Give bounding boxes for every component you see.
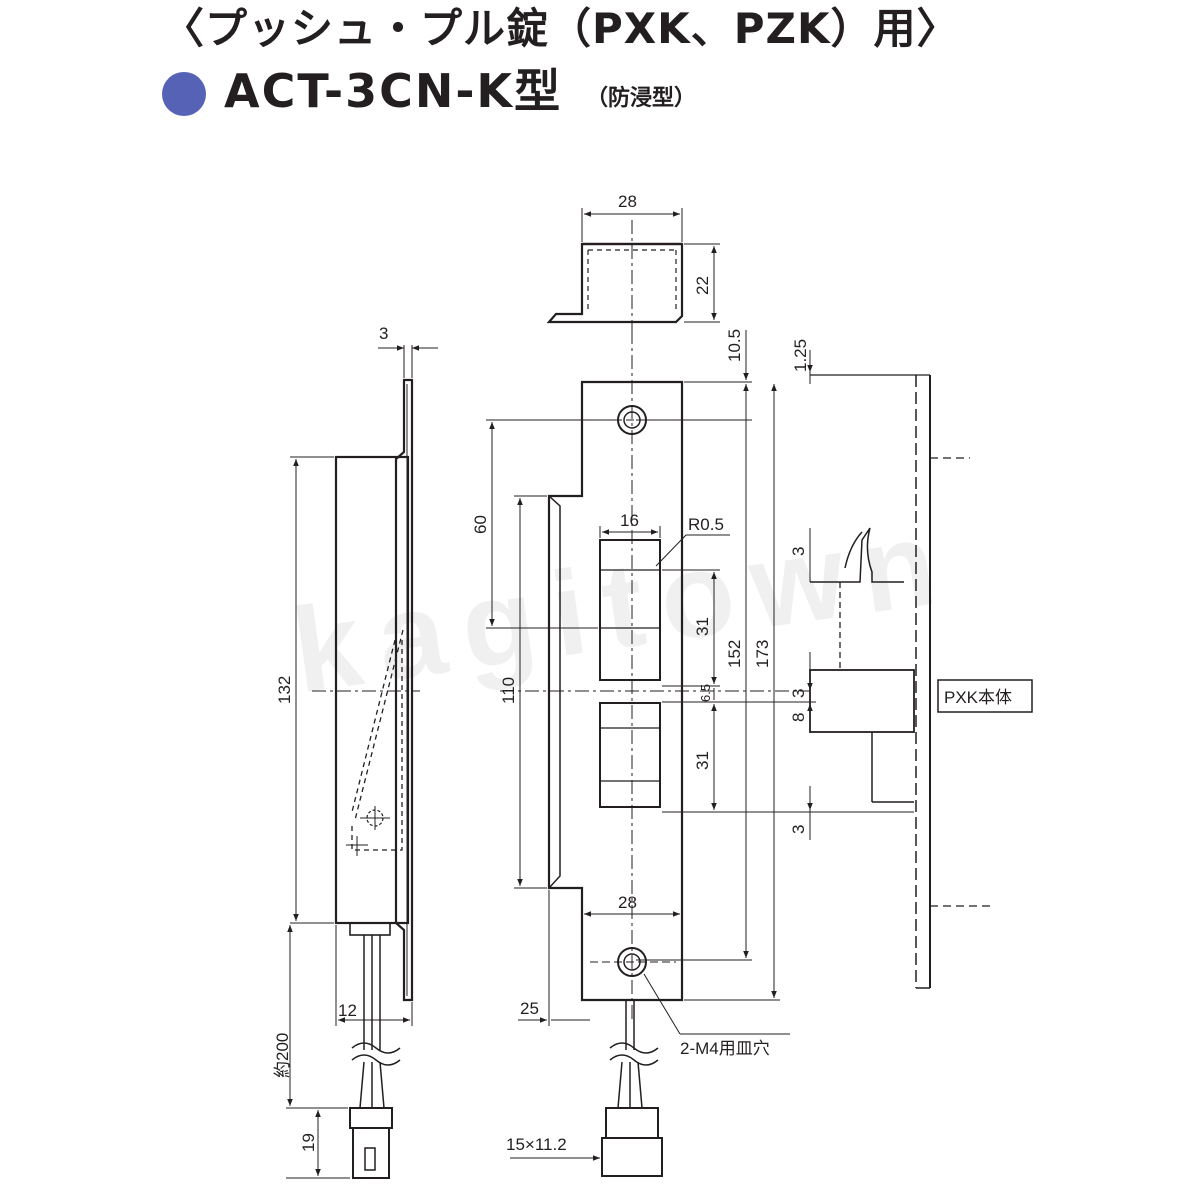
dim-12: 12 <box>338 1001 357 1020</box>
pxk-labels: 1.25 3 3 8 3 PXK本体 <box>789 339 1012 834</box>
dim-132: 132 <box>275 676 294 704</box>
dim-3-b: 3 <box>789 689 808 698</box>
model-name: ACT-3CN-K型 <box>224 64 563 118</box>
upper-latch-opening <box>599 539 661 681</box>
side-view-faceplate <box>394 378 414 1002</box>
dim-28-bottom: 28 <box>618 893 637 912</box>
dim-28-top: 28 <box>618 192 637 211</box>
side-view <box>286 345 438 1179</box>
front-view-labels: 10.5 152 173 60 110 16 R0.5 31 6.5 31 28… <box>471 329 772 1154</box>
dim-173: 173 <box>753 640 772 668</box>
pxk-body-label: PXK本体 <box>944 688 1012 707</box>
diagram-title: 〈プッシュ・プル錠（PXK、PZK）用〉 <box>162 4 960 53</box>
dim-152: 152 <box>725 640 744 668</box>
front-view <box>486 330 816 1177</box>
pxk-label-box <box>937 679 1033 713</box>
dim-m4: 2-M4用皿穴 <box>680 1039 770 1058</box>
dim-25: 25 <box>520 999 539 1018</box>
lower-latch-opening <box>599 702 661 808</box>
pxk-body-view <box>807 350 1033 989</box>
dim-1-25: 1.25 <box>791 339 810 372</box>
top-view-cover <box>546 242 684 324</box>
dim-connector: 15×11.2 <box>506 1135 567 1154</box>
dim-8: 8 <box>789 713 808 722</box>
dim-6-5: 6.5 <box>698 684 713 702</box>
dim-31-lower: 31 <box>693 751 712 770</box>
dim-31-upper: 31 <box>693 617 712 636</box>
top-view <box>546 208 720 340</box>
model-subtitle: （防浸型） <box>586 86 697 111</box>
dim-22: 22 <box>693 276 712 295</box>
top-view-labels: 28 22 <box>618 192 712 295</box>
dim-200: 約200 <box>273 1033 292 1078</box>
dim-10-5: 10.5 <box>725 329 744 362</box>
dim-16: 16 <box>620 511 639 530</box>
dim-3-top: 3 <box>379 324 388 343</box>
dim-60: 60 <box>471 515 490 534</box>
dim-3-c: 3 <box>789 825 808 834</box>
pxk-body-block <box>809 669 915 733</box>
header: 〈プッシュ・プル錠（PXK、PZK）用〉 ACT-3CN-K型 （防浸型） <box>0 0 1200 120</box>
dim-19: 19 <box>299 1133 318 1152</box>
dim-3-a: 3 <box>789 547 808 556</box>
dim-r0-5: R0.5 <box>688 515 724 534</box>
side-view-labels: 3 132 12 約200 19 <box>273 324 388 1152</box>
dim-110: 110 <box>499 677 518 704</box>
bullet-dot-icon <box>162 72 206 116</box>
front-connector <box>605 1107 659 1139</box>
side-connector <box>349 1107 393 1129</box>
